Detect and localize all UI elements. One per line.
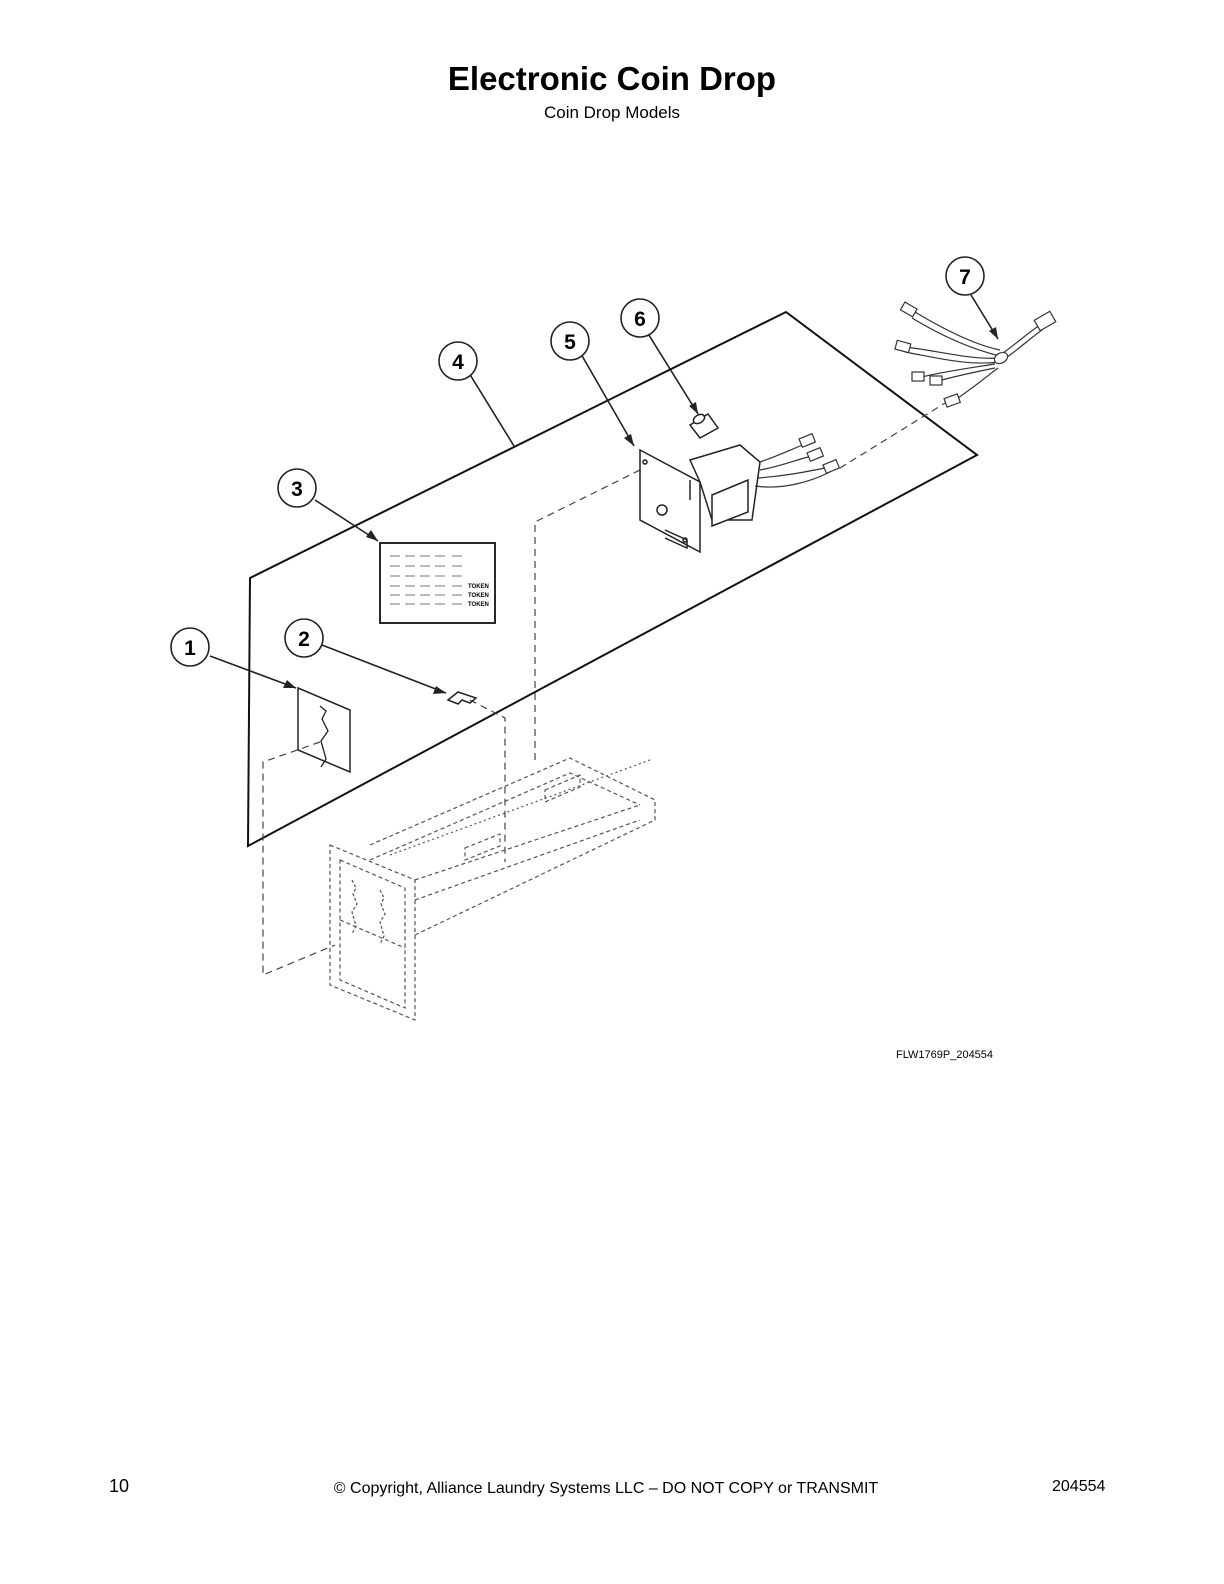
wire-harness (894, 301, 1057, 408)
leader-lines (209, 294, 999, 694)
callout-number: 3 (291, 478, 303, 501)
clip (446, 691, 478, 705)
leader-arrowheads (283, 327, 998, 694)
callout-number: 1 (184, 637, 196, 660)
coin-slot-plate (297, 686, 351, 774)
coin-drop-panel (246, 310, 979, 848)
frame-coin-slots (351, 879, 386, 945)
decal-token-label: TOKEN (468, 584, 489, 590)
callout-number: 2 (298, 628, 310, 651)
acceptor-wires (754, 432, 841, 488)
coin-decal: TOKEN TOKEN TOKEN (379, 542, 496, 624)
coin-acceptor (639, 444, 761, 554)
callout-6: 6 (620, 298, 660, 338)
decal-token-label: TOKEN (468, 602, 489, 608)
callout-number: 4 (452, 351, 464, 374)
document-number: 204554 (1052, 1478, 1106, 1495)
page-subtitle: Coin Drop Models (543, 103, 681, 122)
callout-3: 3 (277, 468, 317, 508)
ferrite-bead (688, 412, 720, 439)
callout-7: 7 (945, 256, 985, 296)
assembly-lines (262, 399, 951, 976)
page-number: 10 (109, 1476, 130, 1496)
callout-5: 5 (550, 321, 590, 361)
page-title: Electronic Coin Drop (447, 60, 777, 97)
callout-number: 5 (564, 331, 576, 354)
exploded-parts-diagram: TOKEN TOKEN TOKEN (170, 256, 1057, 1021)
callout-1: 1 (170, 627, 210, 667)
copyright-notice: © Copyright, Alliance Laundry Systems LL… (333, 1480, 879, 1497)
decal-token-label: TOKEN (468, 593, 489, 599)
callout-4: 4 (438, 341, 478, 381)
callout-2: 2 (284, 618, 324, 658)
callout-number: 7 (959, 266, 971, 289)
coin-drop-frame (329, 757, 656, 1021)
figure-code: FLW1769P_204554 (896, 1049, 994, 1061)
callout-number: 6 (634, 308, 646, 331)
